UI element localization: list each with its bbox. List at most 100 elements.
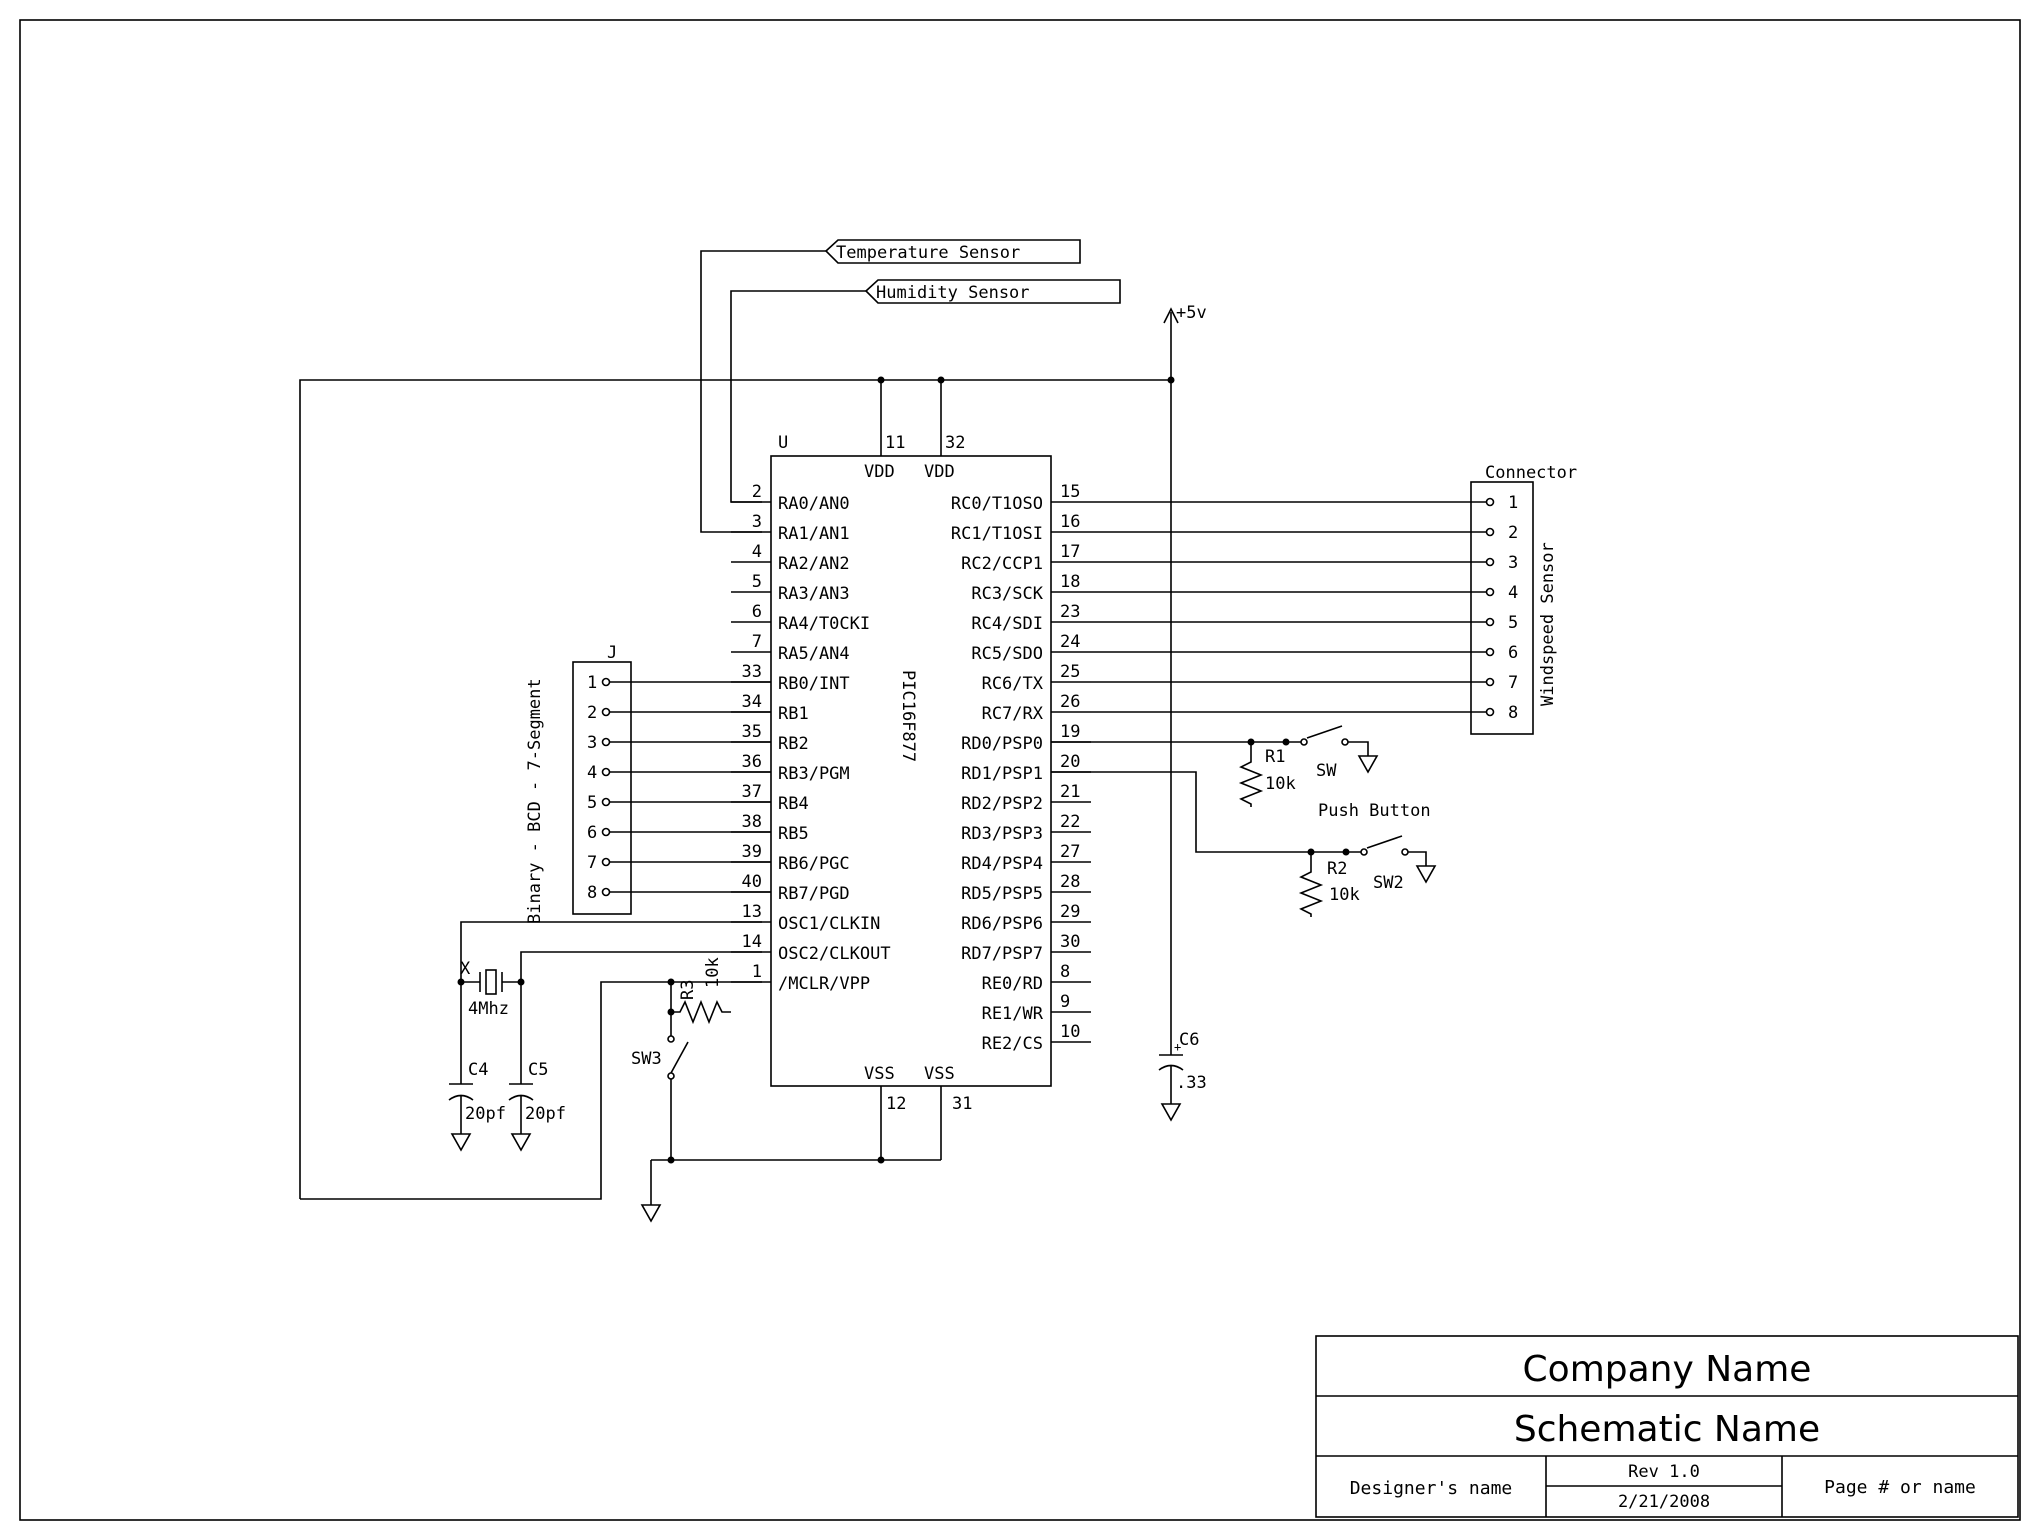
pin-number: 39: [742, 842, 762, 862]
chip-body: [770, 455, 1052, 1087]
connector-pin: [1485, 707, 1495, 717]
pin-name: OSC2/CLKOUT: [778, 944, 891, 964]
pin-name: RE1/WR: [982, 1004, 1044, 1024]
connector-pin: [1485, 617, 1495, 627]
r2-resistor: [1298, 867, 1324, 917]
junction-dot: [667, 1156, 675, 1164]
ground-icon: [1160, 1103, 1182, 1122]
pin-number: 15: [1060, 482, 1080, 502]
pin-number: 16: [1060, 512, 1080, 532]
connector-pin-number: 8: [1508, 703, 1518, 723]
pin-number: 10: [1060, 1022, 1080, 1042]
pin-name: RA0/AN0: [778, 494, 850, 514]
pin-number: 28: [1060, 872, 1080, 892]
pin-name: RC1/T1OSI: [951, 524, 1043, 544]
sw2-contact: [1401, 848, 1409, 856]
pin-number: 24: [1060, 632, 1080, 652]
pin-name: RC3/SCK: [971, 584, 1043, 604]
pin-number: 26: [1060, 692, 1080, 712]
c5-value: 20pf: [525, 1104, 566, 1124]
pin-name: RC0/T1OSO: [951, 494, 1043, 514]
connector-label: Windspeed Sensor: [1538, 542, 1558, 706]
pin-name: RC6/TX: [982, 674, 1044, 694]
pin-name: RB5: [778, 824, 809, 844]
humidity-sensor-port: [864, 279, 1121, 304]
r2-ref: R2: [1327, 859, 1347, 879]
c4-value: 20pf: [465, 1104, 506, 1124]
header-j-pin-number: 2: [587, 703, 597, 723]
header-j-pin-number: 1: [587, 673, 597, 693]
pin-name: RC4/SDI: [971, 614, 1043, 634]
pin-name: RD1/PSP1: [961, 764, 1043, 784]
pin-name: RA3/AN3: [778, 584, 850, 604]
connector-pin: [1485, 497, 1495, 507]
title-block: Company Name Schematic Name Designer's n…: [1315, 1335, 2019, 1518]
designer-name: Designer's name: [1350, 1478, 1513, 1499]
connector-body: [1470, 481, 1534, 735]
r3-value: 10k: [703, 957, 723, 988]
schematic-name: Schematic Name: [1514, 1409, 1820, 1450]
pin-number: 35: [742, 722, 762, 742]
connector-pin-number: 6: [1508, 643, 1518, 663]
pin-number: 36: [742, 752, 762, 772]
pin-number: 20: [1060, 752, 1080, 772]
header-j-pin-number: 3: [587, 733, 597, 753]
pin-number: 40: [742, 872, 762, 892]
header-j-pin: [601, 827, 611, 837]
vss-pin-12-name: VSS: [864, 1064, 895, 1084]
r1-resistor: [1238, 757, 1264, 807]
pin-name: RA1/AN1: [778, 524, 850, 544]
pin-number: 23: [1060, 602, 1080, 622]
vdd-pin-11-name: VDD: [864, 462, 895, 482]
pin-name: OSC1/CLKIN: [778, 914, 880, 934]
junction-dot: [877, 376, 885, 384]
header-j-pin: [601, 887, 611, 897]
sw-contact: [1341, 738, 1349, 746]
humidity-sensor-label: Humidity Sensor: [876, 283, 1030, 303]
connector-pin: [1485, 557, 1495, 567]
connector-pin-number: 3: [1508, 553, 1518, 573]
pin-name: /MCLR/VPP: [778, 974, 870, 994]
r2-value: 10k: [1329, 885, 1360, 905]
header-j-pin-number: 5: [587, 793, 597, 813]
header-j-pin: [601, 857, 611, 867]
sw-lever: [1306, 725, 1343, 739]
crystal-icon: [485, 969, 497, 995]
connector-pin-number: 2: [1508, 523, 1518, 543]
crystal-ref: X: [460, 959, 471, 979]
sw-contact: [1300, 738, 1308, 746]
ground-icon: [1357, 755, 1379, 774]
junction-dot: [1167, 376, 1175, 384]
pin-number: 6: [752, 602, 762, 622]
pin-number: 2: [752, 482, 762, 502]
pin-name: RD3/PSP3: [961, 824, 1043, 844]
ground-icon: [510, 1133, 532, 1152]
pin-name: RA2/AN2: [778, 554, 850, 574]
header-j-pin-number: 8: [587, 883, 597, 903]
header-j-pin-number: 6: [587, 823, 597, 843]
c4-ref: C4: [468, 1060, 488, 1080]
pin-name: RD6/PSP6: [961, 914, 1043, 934]
header-j-pin: [601, 737, 611, 747]
pin-number: 21: [1060, 782, 1080, 802]
pin-name: RA5/AN4: [778, 644, 850, 664]
ground-icon: [1415, 865, 1437, 884]
sensor-inputs: Temperature Sensor Humidity Sensor: [700, 239, 1121, 533]
connector-title: Connector: [1485, 463, 1577, 483]
pin-name: RD7/PSP7: [961, 944, 1043, 964]
vdd-pin-11-num: 11: [885, 433, 905, 453]
pin-name: RD2/PSP2: [961, 794, 1043, 814]
sw3-lever: [670, 1041, 689, 1074]
pin-number: 22: [1060, 812, 1080, 832]
pin-number: 37: [742, 782, 762, 802]
header-j-pin-number: 4: [587, 763, 597, 783]
temperature-sensor-label: Temperature Sensor: [836, 243, 1020, 263]
r1-value: 10k: [1265, 774, 1296, 794]
connector-pin: [1485, 647, 1495, 657]
pin-name: RB2: [778, 734, 809, 754]
switch-sw-circuit: SW R1 10k: [1051, 725, 1379, 807]
sw3-contact: [667, 1035, 675, 1043]
